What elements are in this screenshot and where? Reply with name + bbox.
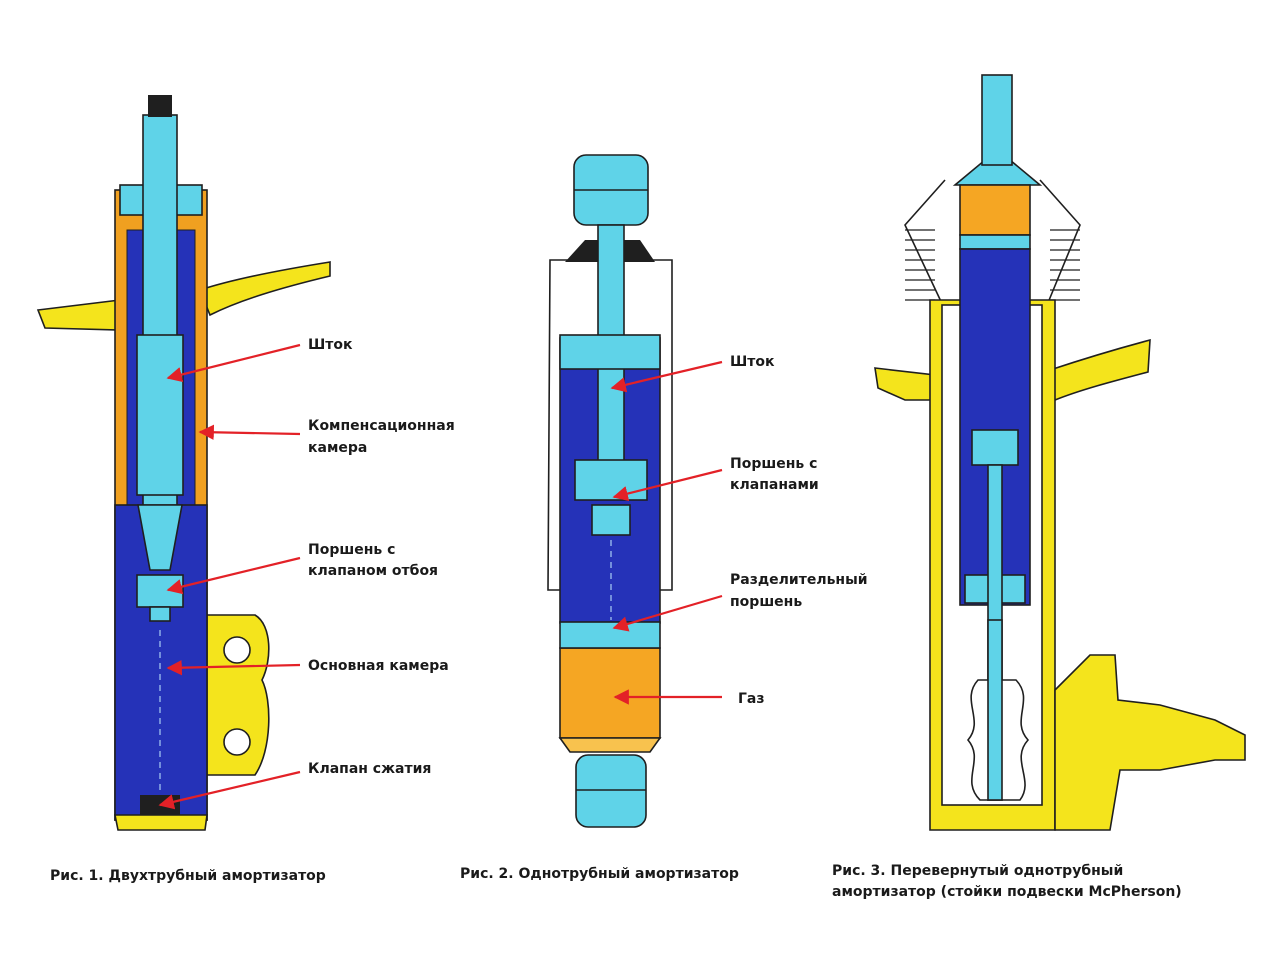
caption-fig-3-line-1: Рис. 3. Перевернутый однотрубный (832, 863, 1123, 879)
piston-3 (971, 429, 1019, 466)
piston-nut-2 (591, 504, 631, 536)
label-separating-piston: Разделительный (730, 572, 868, 588)
label-rebound-piston-2: клапаном отбоя (308, 563, 438, 579)
gas-chamber-3 (959, 184, 1031, 236)
piston-nut (149, 606, 171, 622)
label-compensation-chamber-2: камера (308, 440, 367, 456)
bottom-cap (114, 814, 208, 831)
bellows-ridges-left (905, 229, 935, 301)
spring-seat-bracket-right (198, 261, 331, 317)
gas-chamber (559, 647, 661, 739)
label-main-chamber: Основная камера (308, 658, 449, 674)
figure-2-mono-tube: Шток Поршень с клапанами Разделительный … (460, 154, 868, 882)
figure-3-inverted-strut: Рис. 3. Перевернутый однотрубный амортиз… (832, 74, 1246, 900)
piston-taper (137, 504, 183, 571)
label-rod-2: Шток (730, 354, 775, 370)
rod-guide-2 (559, 334, 661, 370)
bracket-hole-top (223, 636, 251, 664)
label-piston-valves-2: клапанами (730, 477, 819, 493)
rod-guide (136, 334, 184, 496)
top-stud (981, 74, 1013, 166)
bellows-ridges-right (1050, 229, 1080, 301)
rod-inside-stop (987, 619, 1003, 801)
label-separating-piston-2: поршень (730, 594, 802, 610)
rod-thread (148, 95, 172, 117)
separating-piston (559, 621, 661, 649)
spring-seat-3 (874, 367, 936, 401)
figure-1-twin-tube: Шток Компенсационная камера Поршень с кл… (36, 95, 455, 884)
label-rebound-piston: Поршень с (308, 542, 395, 558)
steering-knuckle (1054, 654, 1246, 831)
mounting-bracket (204, 614, 270, 776)
label-rod: Шток (308, 337, 353, 353)
spring-seat-3-right (1049, 338, 1151, 402)
label-compensation-chamber: Компенсационная (308, 418, 455, 434)
caption-fig-3-line-2: амортизатор (стойки подвески McPherson) (832, 884, 1182, 900)
bellows-left (904, 179, 946, 311)
bellows-right (1039, 179, 1081, 311)
separating-piston-3 (959, 234, 1031, 250)
label-compression-valve: Клапан сжатия (308, 761, 431, 777)
rebound-piston (136, 574, 184, 608)
label-gas: Газ (738, 691, 765, 707)
caption-fig-2: Рис. 2. Однотрубный амортизатор (460, 866, 739, 882)
spring-seat-bracket (36, 299, 121, 331)
piston-with-valves (574, 459, 648, 501)
caption-fig-1: Рис. 1. Двухтрубный амортизатор (50, 868, 326, 884)
bottom-cap-2 (558, 737, 662, 753)
lower-bushing (575, 754, 647, 828)
bracket-hole-bottom (223, 728, 251, 756)
label-piston-valves: Поршень с (730, 456, 817, 472)
